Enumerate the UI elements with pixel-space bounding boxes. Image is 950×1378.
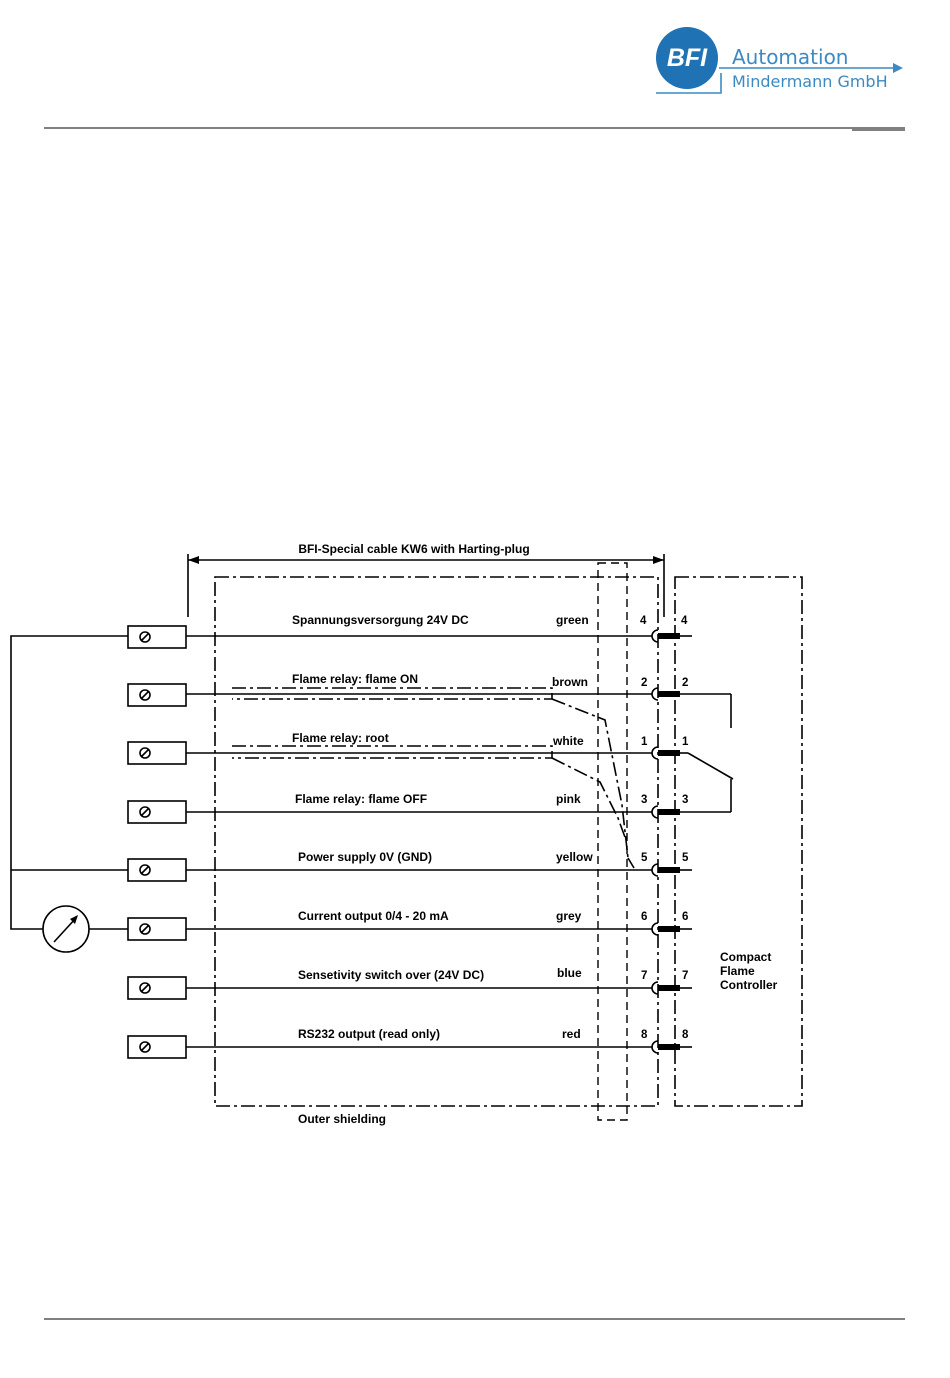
pin-number-left: 8	[641, 1029, 648, 1041]
terminal-screw-icon	[139, 806, 151, 818]
logo-arrow-head	[893, 63, 903, 73]
pin-number-right: 2	[682, 677, 688, 689]
plug-pin	[658, 691, 680, 697]
terminal-screw-icon	[139, 747, 151, 759]
terminal-block	[127, 917, 187, 941]
logo-circle	[656, 27, 718, 89]
plug-housing-outline	[597, 562, 628, 1121]
signal-label: RS232 output (read only)	[298, 1027, 440, 1041]
controller-box	[674, 576, 803, 1107]
plug-pin	[658, 1044, 680, 1050]
pin-number-left: 7	[641, 970, 647, 982]
plug-pin	[658, 867, 680, 873]
wire-row-green: Spannungsversorgung 24V DC green 4 4	[127, 613, 692, 649]
socket-contact	[651, 805, 659, 819]
wire-color-label: yellow	[556, 850, 593, 864]
signal-label: Flame relay: root	[292, 731, 389, 745]
terminal-screw-icon	[139, 982, 151, 994]
wire-row-grey: Current output 0/4 - 20 mA grey 6 6	[127, 909, 692, 941]
terminal-block	[127, 1035, 187, 1059]
terminal-screw-icon	[139, 1041, 151, 1053]
socket-contact	[651, 629, 659, 643]
company-name-line1: Automation	[732, 45, 848, 69]
wiring-diagram: BFI-Special cable KW6 with Harting-plug …	[10, 542, 803, 1126]
left-supply-bus	[10, 635, 128, 930]
outer-shielding-label: Outer shielding	[298, 1112, 386, 1126]
logo-mark-text: BFI	[667, 44, 708, 72]
signal-label: Spannungsversorgung 24V DC	[292, 613, 469, 627]
relay-contact-symbol	[687, 694, 734, 812]
cable-title: BFI-Special cable KW6 with Harting-plug	[298, 542, 529, 556]
pin-number-right: 4	[681, 615, 688, 627]
signal-label: Flame relay: flame OFF	[295, 792, 427, 806]
company-logo: BFI Automation Mindermann GmbH	[656, 27, 903, 94]
wire-color-label: grey	[556, 909, 582, 923]
logo-bracket-line	[656, 73, 722, 94]
wire-row-pink: Flame relay: flame OFF pink 3 3	[127, 792, 731, 824]
terminal-block	[127, 976, 187, 1000]
wire-color-label: pink	[556, 792, 581, 806]
terminal-block	[127, 683, 187, 707]
pin-number-left: 2	[641, 677, 647, 689]
terminal-screw-icon	[139, 689, 151, 701]
terminal-screw-icon	[139, 864, 151, 876]
pin-number-right: 8	[682, 1029, 689, 1041]
plug-pin	[658, 809, 680, 815]
socket-contact	[651, 981, 659, 995]
pin-number-right: 5	[682, 852, 689, 864]
pin-number-left: 3	[641, 794, 647, 806]
socket-contact	[651, 687, 659, 701]
plug-pin	[658, 926, 680, 932]
signal-label: Sensetivity switch over (24V DC)	[298, 968, 484, 982]
wire-color-label: white	[552, 734, 584, 748]
cable-dimension-arrow	[187, 554, 665, 617]
pin-number-left: 1	[641, 736, 648, 748]
pin-number-right: 3	[682, 794, 688, 806]
socket-contact	[651, 863, 659, 877]
controller-label-line2: Flame	[720, 964, 755, 978]
wire-row-white: Flame relay: root white 1 1	[127, 731, 689, 765]
terminal-block	[127, 741, 187, 765]
wire-color-label: brown	[552, 675, 588, 689]
wire-color-label: blue	[557, 966, 582, 980]
controller-label-line1: Compact	[720, 950, 771, 964]
terminal-screw-icon	[139, 631, 151, 643]
plug-pin	[658, 985, 680, 991]
wire-color-label: green	[556, 613, 589, 627]
plug-pin	[658, 633, 680, 639]
terminal-block	[127, 625, 187, 649]
outer-shielding-box	[214, 576, 659, 1107]
wire-color-label: red	[562, 1027, 581, 1041]
controller-label-line3: Controller	[720, 978, 778, 992]
signal-label: Flame relay: flame ON	[292, 672, 418, 686]
pin-number-left: 6	[641, 911, 647, 923]
pin-number-right: 7	[682, 970, 688, 982]
signal-label: Current output 0/4 - 20 mA	[298, 909, 449, 923]
ammeter-symbol	[42, 905, 90, 953]
socket-contact	[651, 746, 659, 760]
socket-contact	[651, 922, 659, 936]
terminal-block	[127, 858, 187, 882]
wire-row-blue: Sensetivity switch over (24V DC) blue 7 …	[127, 966, 692, 1000]
pin-number-right: 1	[682, 736, 689, 748]
terminal-screw-icon	[139, 923, 151, 935]
wire-row-yellow: Power supply 0V (GND) yellow 5 5	[127, 850, 692, 882]
socket-contact	[651, 1040, 659, 1054]
pin-number-right: 6	[682, 911, 688, 923]
company-name-line2: Mindermann GmbH	[732, 72, 888, 91]
wire-row-brown: Flame relay: flame ON brown 2 2	[127, 672, 731, 707]
pin-number-left: 4	[640, 615, 647, 627]
relay-pair-shielding	[232, 687, 635, 869]
wire-row-red: RS232 output (read only) red 8 8	[127, 1027, 692, 1059]
signal-label: Power supply 0V (GND)	[298, 850, 432, 864]
plug-pin	[658, 750, 680, 756]
pin-number-left: 5	[641, 852, 648, 864]
terminal-block	[127, 800, 187, 824]
